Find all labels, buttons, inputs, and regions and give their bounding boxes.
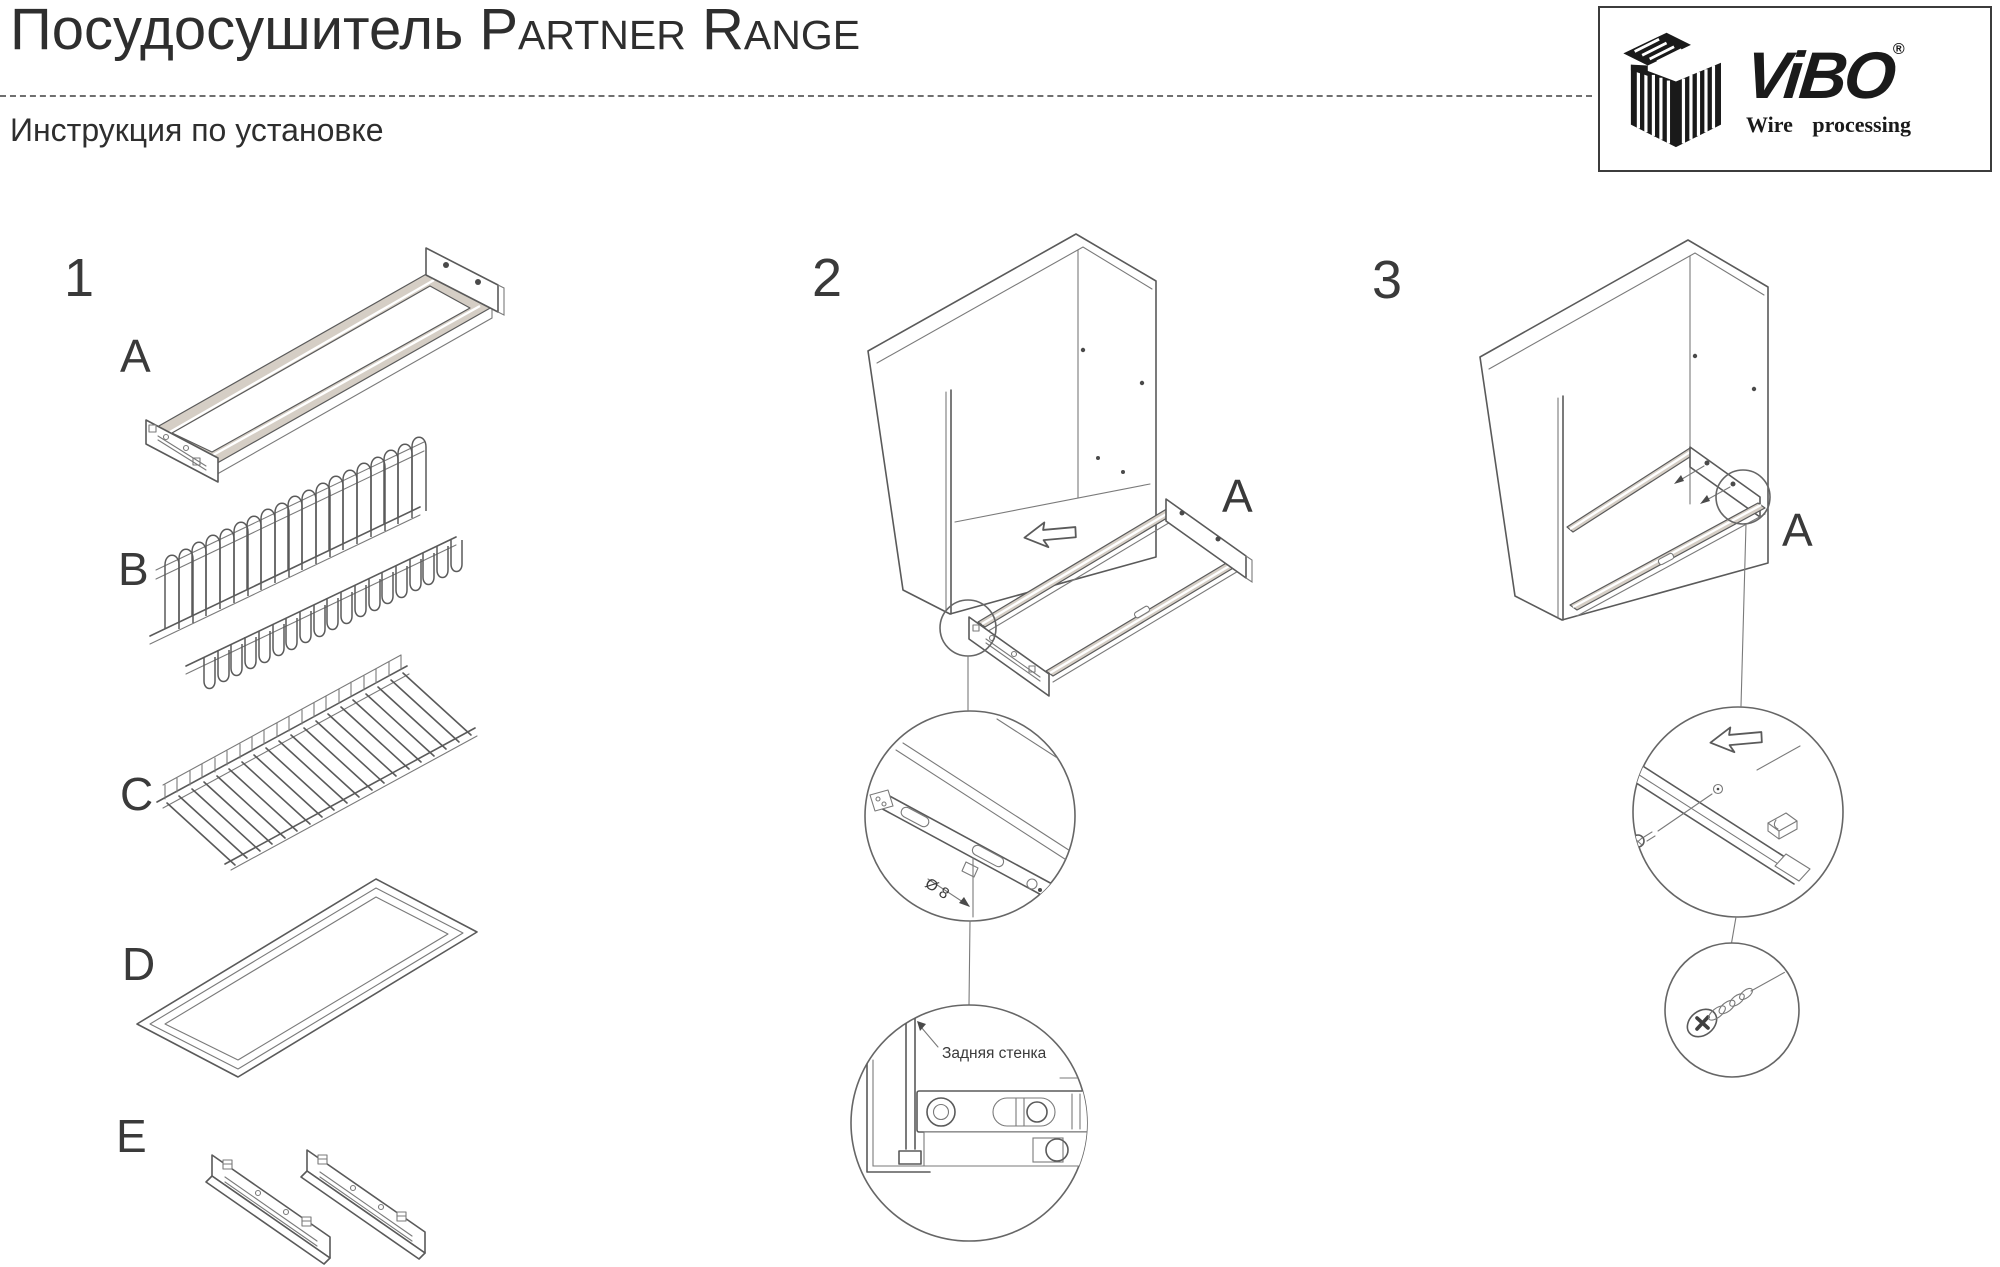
header-divider <box>0 95 1592 97</box>
step-2-detail-rail-circle: Ø 8 <box>864 710 1076 922</box>
step-3-detail-rail-circle <box>1632 706 1844 918</box>
step-3-part-a-label: A <box>1782 504 1813 556</box>
step-3-number: 3 <box>1372 250 1402 310</box>
insert-direction-arrow-icon <box>1021 514 1080 554</box>
part-e-label: E <box>116 1110 147 1162</box>
step-2-detail-backwall-circle: Задняя стенка <box>850 1004 1088 1242</box>
step-3-callout-circle <box>1715 469 1771 525</box>
page-subtitle: Инструкция по установке <box>10 112 384 148</box>
part-b-label: B <box>118 543 149 595</box>
part-c-label: C <box>120 768 153 820</box>
step-2-part-a-label: A <box>1222 470 1253 522</box>
tray-a-drawing <box>968 498 1253 697</box>
part-e-drawing: E <box>116 1110 426 1265</box>
part-a-label: A <box>120 330 151 382</box>
wire-basket-icon <box>1623 32 1721 148</box>
step-2: 2 A <box>812 233 1253 1242</box>
title-product: Посудосушитель <box>10 0 464 62</box>
title-range: Partner Range <box>479 0 861 62</box>
part-d-label: D <box>122 938 155 990</box>
part-c-drawing: C <box>120 654 478 871</box>
step-3: 3 A <box>1372 239 1844 1078</box>
logo-tagline: Wire processing <box>1746 112 1911 137</box>
back-wall-note: Задняя стенка <box>942 1045 1047 1062</box>
step-2-number: 2 <box>812 248 842 308</box>
instruction-diagram: 1 A <box>64 233 1844 1265</box>
logo-registered-mark: ® <box>1892 41 1905 58</box>
step-3-detail-screw-circle <box>1664 942 1800 1078</box>
part-d-drawing: D <box>122 878 478 1078</box>
part-b-drawing: B <box>118 436 463 690</box>
logo-brand: ViBO <box>1742 38 1897 112</box>
step-1-number: 1 <box>64 248 94 308</box>
part-a-drawing: A <box>120 247 505 483</box>
cabinet-drawing-2 <box>1479 239 1769 621</box>
parts-column: 1 A <box>64 247 505 1265</box>
vibo-logo: ViBO® Wire processing <box>1598 6 1992 172</box>
